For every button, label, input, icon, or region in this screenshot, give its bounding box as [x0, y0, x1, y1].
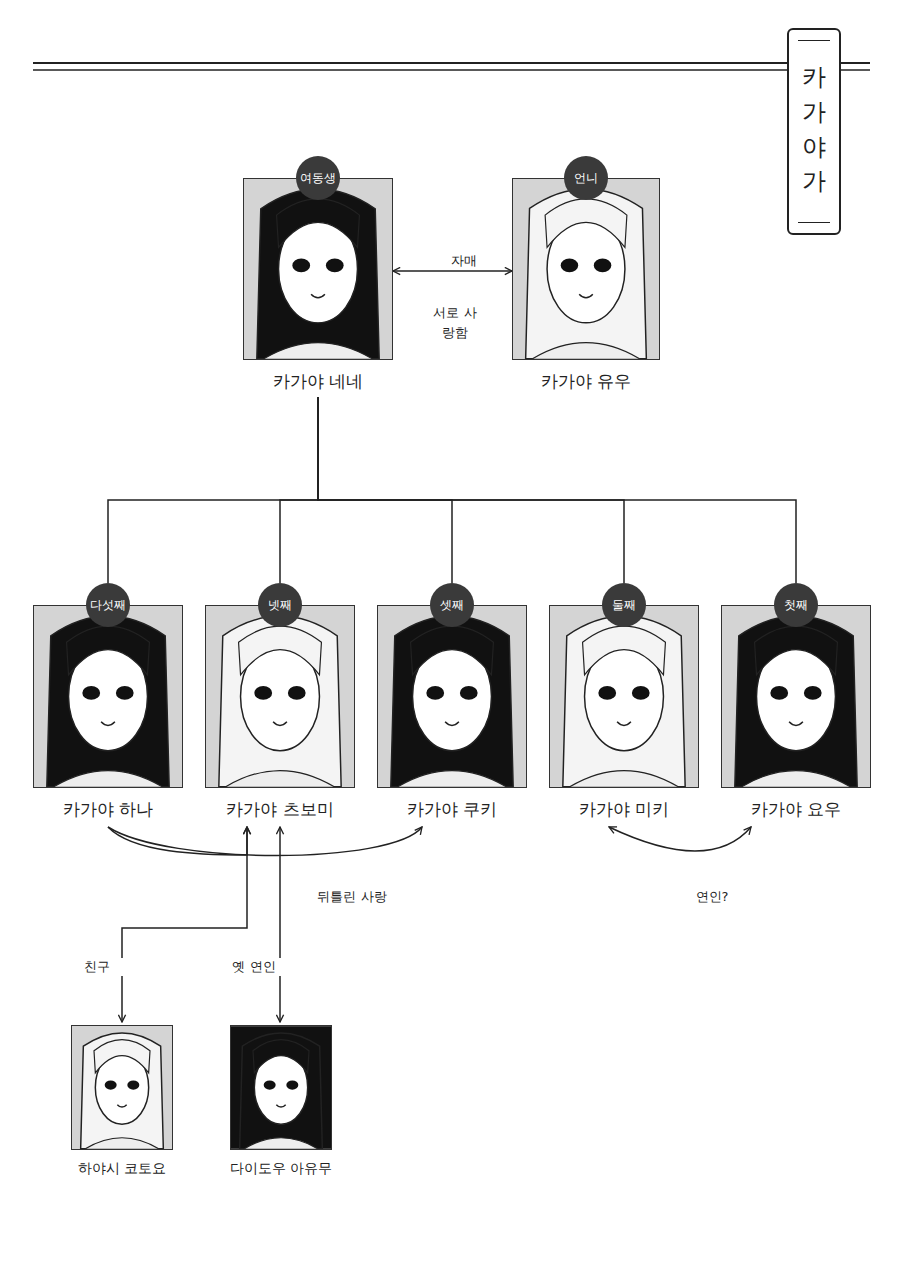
character-card: 언니카가야 유우 — [512, 156, 660, 397]
title-rule — [798, 222, 830, 223]
portrait — [549, 605, 699, 788]
rank-badge: 둘째 — [602, 583, 646, 627]
portrait — [230, 1025, 332, 1150]
portrait — [205, 605, 355, 788]
connector — [280, 397, 318, 583]
edge-label: 연인? — [685, 888, 739, 906]
connector — [122, 827, 247, 1022]
connector — [318, 397, 452, 583]
relation-note: 서로 사랑함 — [425, 303, 485, 342]
portrait — [33, 605, 183, 788]
connector — [318, 397, 624, 583]
character-card: 하야시 코토요 — [71, 1025, 173, 1182]
rank-badge: 언니 — [564, 156, 608, 200]
connector — [108, 827, 247, 855]
character-name: 카가야 쿠키 — [357, 798, 547, 821]
character-name: 카가야 하나 — [13, 798, 203, 821]
connector — [318, 397, 796, 583]
portrait — [721, 605, 871, 788]
character-card: 둘째카가야 미키 — [549, 583, 699, 825]
connector — [279, 827, 281, 1022]
rank-badge: 다섯째 — [86, 583, 130, 627]
rank-badge: 첫째 — [774, 583, 818, 627]
connector — [609, 827, 751, 851]
connector — [108, 827, 422, 856]
connector — [108, 397, 318, 583]
rank-badge: 여동생 — [296, 156, 340, 200]
edge-label: 자매 — [432, 252, 496, 270]
portrait — [243, 178, 393, 360]
character-card: 첫째카가야 요우 — [721, 583, 871, 825]
character-card: 넷째카가야 츠보미 — [205, 583, 355, 825]
rank-badge: 셋째 — [430, 583, 474, 627]
edge-label: 옛 연인 — [222, 958, 286, 976]
portrait — [377, 605, 527, 788]
character-name: 카가야 츠보미 — [185, 798, 375, 821]
title-rule — [798, 40, 830, 41]
portrait — [71, 1025, 173, 1150]
character-card: 다이도우 아유무 — [230, 1025, 332, 1182]
portrait — [512, 178, 660, 360]
character-card: 여동생카가야 네네 — [243, 156, 393, 397]
character-card: 셋째카가야 쿠키 — [377, 583, 527, 825]
title-box: 카가야 가 — [787, 28, 841, 235]
character-card: 다섯째카가야 하나 — [33, 583, 183, 825]
title-text: 카가야 가 — [802, 60, 826, 199]
edge-label: 친구 — [70, 958, 124, 976]
character-name: 다이도우 아유무 — [210, 1160, 352, 1178]
connector — [393, 270, 512, 272]
character-name: 카가야 네네 — [223, 370, 413, 393]
character-name: 카가야 유우 — [492, 370, 680, 393]
character-name: 하야시 코토요 — [51, 1160, 193, 1178]
edge-label: 뒤틀린 사랑 — [300, 888, 404, 906]
character-name: 카가야 미키 — [529, 798, 719, 821]
rank-badge: 넷째 — [258, 583, 302, 627]
character-name: 카가야 요우 — [701, 798, 891, 821]
